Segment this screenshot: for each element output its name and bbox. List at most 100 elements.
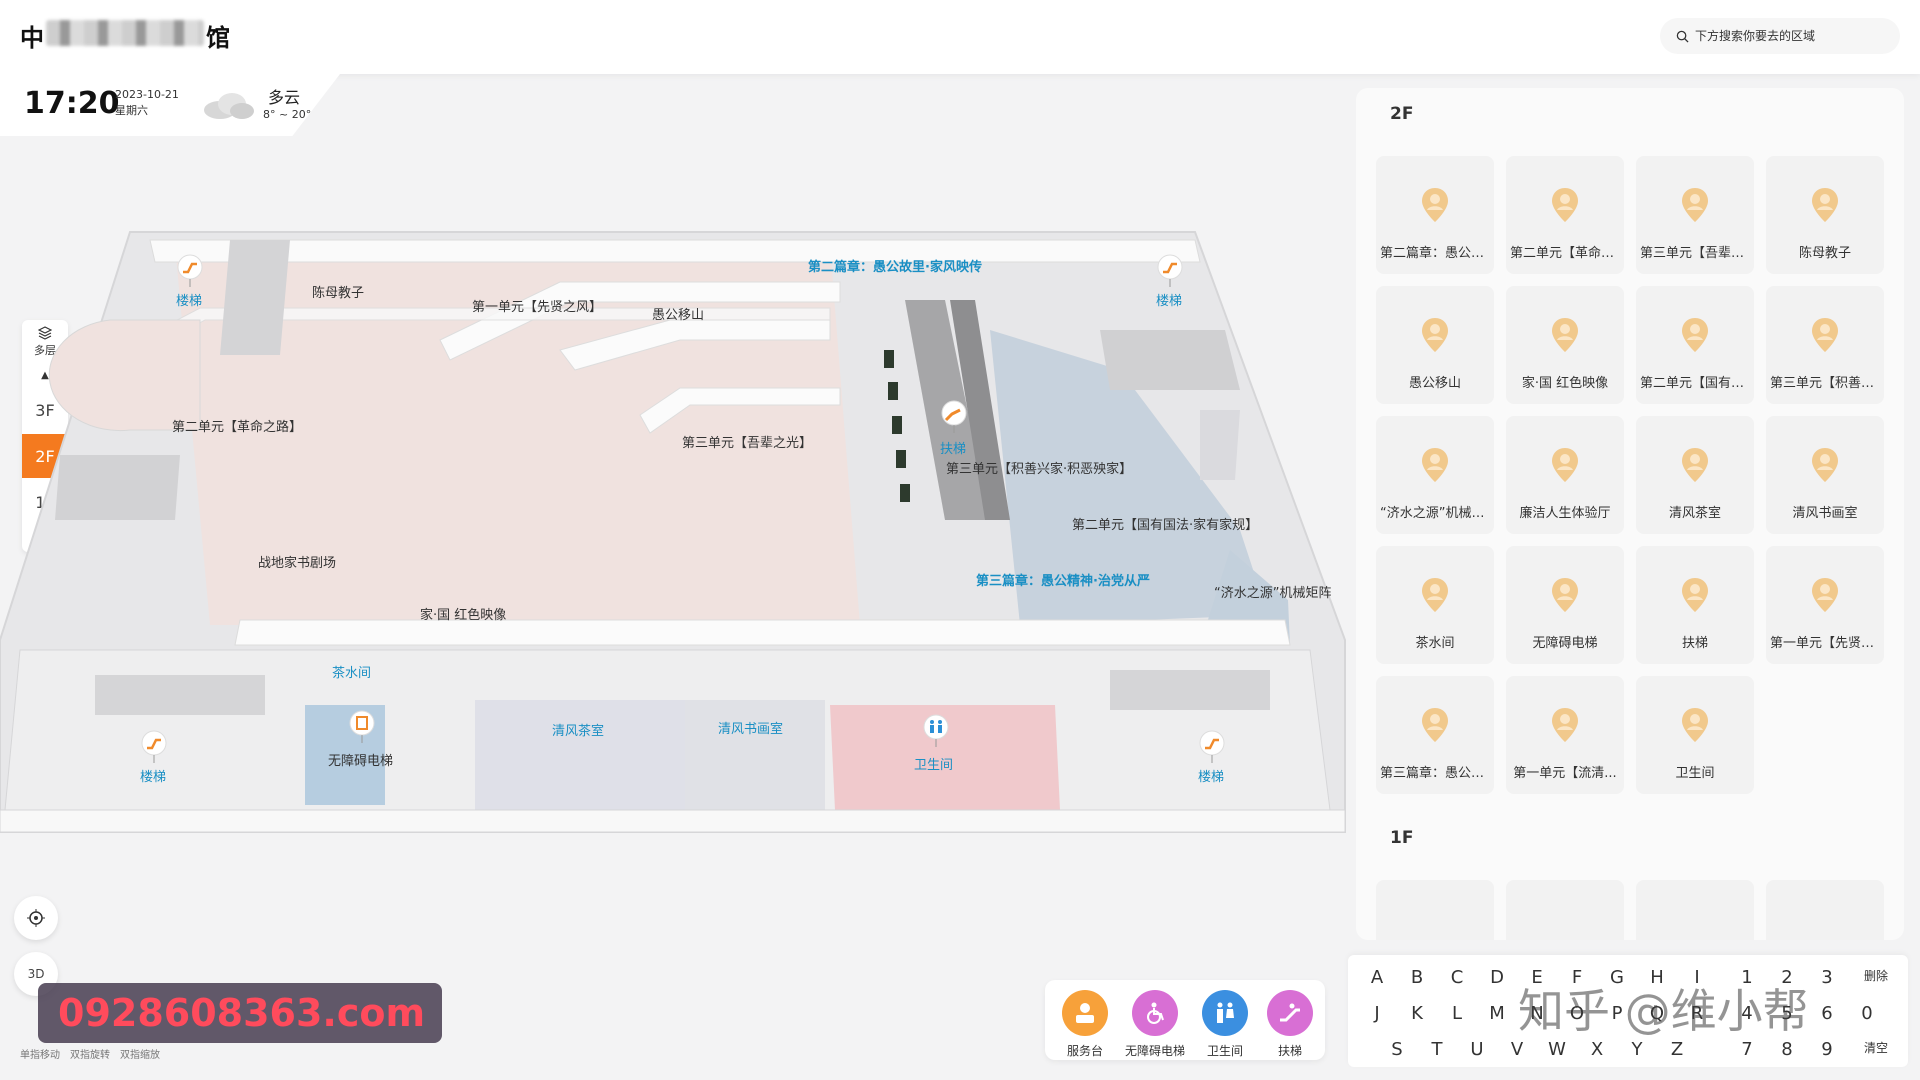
location-pin-icon xyxy=(1422,448,1448,482)
key-g[interactable]: G xyxy=(1610,967,1624,988)
key-z[interactable]: Z xyxy=(1670,1039,1684,1060)
wheelchair-icon xyxy=(1132,990,1178,1036)
key-2[interactable]: 2 xyxy=(1781,967,1793,988)
key-5[interactable]: 5 xyxy=(1781,1003,1793,1024)
key-y[interactable]: Y xyxy=(1631,1039,1643,1060)
key-f[interactable]: F xyxy=(1571,967,1583,988)
escalator-pin-icon[interactable] xyxy=(940,400,968,434)
location-pin-icon xyxy=(1422,188,1448,222)
poi-card[interactable]: 第一单元【先贤之风】 xyxy=(1766,546,1884,664)
cloud-icon xyxy=(204,93,254,119)
venue-title-right: 馆 xyxy=(206,24,230,52)
locate-button[interactable] xyxy=(14,896,58,940)
map-label-stair: 楼梯 xyxy=(140,770,167,785)
key-3[interactable]: 3 xyxy=(1821,967,1833,988)
key-q[interactable]: Q xyxy=(1649,1003,1665,1024)
floor-map-svg xyxy=(0,231,1346,833)
clock: 17:20 xyxy=(24,86,120,121)
poi-card[interactable]: 茶水间 xyxy=(1376,546,1494,664)
key-k[interactable]: K xyxy=(1411,1003,1423,1024)
key-o[interactable]: O xyxy=(1569,1003,1585,1024)
weather-condition: 多云 xyxy=(268,88,301,107)
poi-card[interactable]: 廉洁人生体验厅 xyxy=(1506,416,1624,534)
stair-pin-icon[interactable] xyxy=(176,254,204,288)
poi-card[interactable]: 清风茶室 xyxy=(1636,416,1754,534)
key-j[interactable]: J xyxy=(1374,1003,1380,1024)
floor-up-icon[interactable]: ▲ xyxy=(41,370,49,381)
search-box[interactable] xyxy=(1660,18,1900,54)
legend-escalator[interactable]: 扶梯 xyxy=(1255,990,1325,1059)
key-r[interactable]: R xyxy=(1690,1003,1704,1024)
3d-toggle-button[interactable]: 3D xyxy=(14,952,58,996)
key-s[interactable]: S xyxy=(1391,1039,1403,1060)
key-e[interactable]: E xyxy=(1531,967,1543,988)
poi-card[interactable]: 陈母教子 xyxy=(1766,156,1884,274)
poi-name: 第三篇章：愚公精神·治党从严 xyxy=(1380,766,1494,781)
key-8[interactable]: 8 xyxy=(1781,1039,1793,1060)
poi-card[interactable] xyxy=(1506,880,1624,940)
location-pin-icon xyxy=(1552,448,1578,482)
key-clear[interactable]: 清空 xyxy=(1863,1041,1888,1055)
poi-name: 第一单元【先贤之风】 xyxy=(1770,636,1884,651)
poi-card[interactable]: 第一单元【流清... xyxy=(1506,676,1624,794)
search-input[interactable] xyxy=(1695,29,1885,43)
key-x[interactable]: X xyxy=(1590,1039,1604,1060)
key-6[interactable]: 6 xyxy=(1821,1003,1833,1024)
date-value: 2023-10-21 xyxy=(115,88,179,101)
top-bar: 中馆 xyxy=(0,0,1920,74)
poi-card[interactable]: 第三单元【吾辈之光】 xyxy=(1636,156,1754,274)
floor-map[interactable]: 楼梯 陈母教子 第一单元【先贤之风】 愚公移山 第二篇章：愚公故里·家风映传 楼… xyxy=(0,220,1360,840)
poi-card[interactable]: 愚公移山 xyxy=(1376,286,1494,404)
key-7[interactable]: 7 xyxy=(1741,1039,1753,1060)
elevator-pin-icon[interactable] xyxy=(348,710,376,744)
poi-card[interactable]: 第三单元【积善兴家·积恶殃家】 xyxy=(1766,286,1884,404)
key-d[interactable]: D xyxy=(1490,967,1504,988)
legend-restroom[interactable]: 卫生间 xyxy=(1190,990,1260,1059)
key-n[interactable]: N xyxy=(1530,1003,1544,1024)
stair-pin-icon[interactable] xyxy=(1198,730,1226,764)
poi-card[interactable]: 第二单元【国有国法·家有家规】 xyxy=(1636,286,1754,404)
key-m[interactable]: M xyxy=(1489,1003,1505,1024)
key-l[interactable]: L xyxy=(1451,1003,1463,1024)
poi-card[interactable]: 第三篇章：愚公精神·治党从严 xyxy=(1376,676,1494,794)
stair-pin-icon[interactable] xyxy=(140,730,168,764)
poi-card[interactable]: 无障碍电梯 xyxy=(1506,546,1624,664)
map-label-restroom: 卫生间 xyxy=(914,758,954,773)
poi-name: 无障碍电梯 xyxy=(1532,636,1598,651)
poi-card[interactable]: 卫生间 xyxy=(1636,676,1754,794)
poi-card[interactable]: “济水之源”机械矩阵 xyxy=(1376,416,1494,534)
legend-service-desk[interactable]: 服务台 xyxy=(1050,990,1120,1059)
poi-card[interactable]: 扶梯 xyxy=(1636,546,1754,664)
location-pin-icon xyxy=(1812,188,1838,222)
key-w[interactable]: W xyxy=(1548,1039,1566,1060)
key-1[interactable]: 1 xyxy=(1741,967,1753,988)
poi-card[interactable] xyxy=(1766,880,1884,940)
key-h[interactable]: H xyxy=(1650,967,1664,988)
poi-card[interactable]: 第二单元【革命之路】 xyxy=(1506,156,1624,274)
key-a[interactable]: A xyxy=(1370,967,1384,988)
poi-card[interactable]: 第二篇章：愚公故里·家风映传 xyxy=(1376,156,1494,274)
map-label-stair: 楼梯 xyxy=(1198,770,1225,785)
key-t[interactable]: T xyxy=(1431,1039,1443,1060)
key-delete[interactable]: 删除 xyxy=(1863,969,1888,983)
key-i[interactable]: I xyxy=(1694,967,1700,988)
key-p[interactable]: P xyxy=(1611,1003,1623,1024)
key-u[interactable]: U xyxy=(1470,1039,1484,1060)
restroom-pin-icon[interactable] xyxy=(922,714,950,748)
key-v[interactable]: V xyxy=(1510,1039,1524,1060)
poi-name: “济水之源”机械矩阵 xyxy=(1380,506,1494,521)
poi-name: 清风茶室 xyxy=(1668,506,1721,521)
poi-card[interactable]: 家·国 红色映像 xyxy=(1506,286,1624,404)
key-4[interactable]: 4 xyxy=(1741,1003,1753,1024)
multi-layer-button[interactable]: 多层 xyxy=(22,326,68,358)
key-c[interactable]: C xyxy=(1450,967,1464,988)
key-0[interactable]: 0 xyxy=(1861,1003,1873,1024)
floor-3f-button[interactable]: 3F xyxy=(35,400,55,420)
legend-wheelchair[interactable]: 无障碍电梯 xyxy=(1120,990,1190,1059)
stair-pin-icon[interactable] xyxy=(1156,254,1184,288)
poi-card[interactable]: 清风书画室 xyxy=(1766,416,1884,534)
poi-card[interactable] xyxy=(1376,880,1494,940)
poi-card[interactable] xyxy=(1636,880,1754,940)
key-9[interactable]: 9 xyxy=(1821,1039,1833,1060)
key-b[interactable]: B xyxy=(1410,967,1424,988)
